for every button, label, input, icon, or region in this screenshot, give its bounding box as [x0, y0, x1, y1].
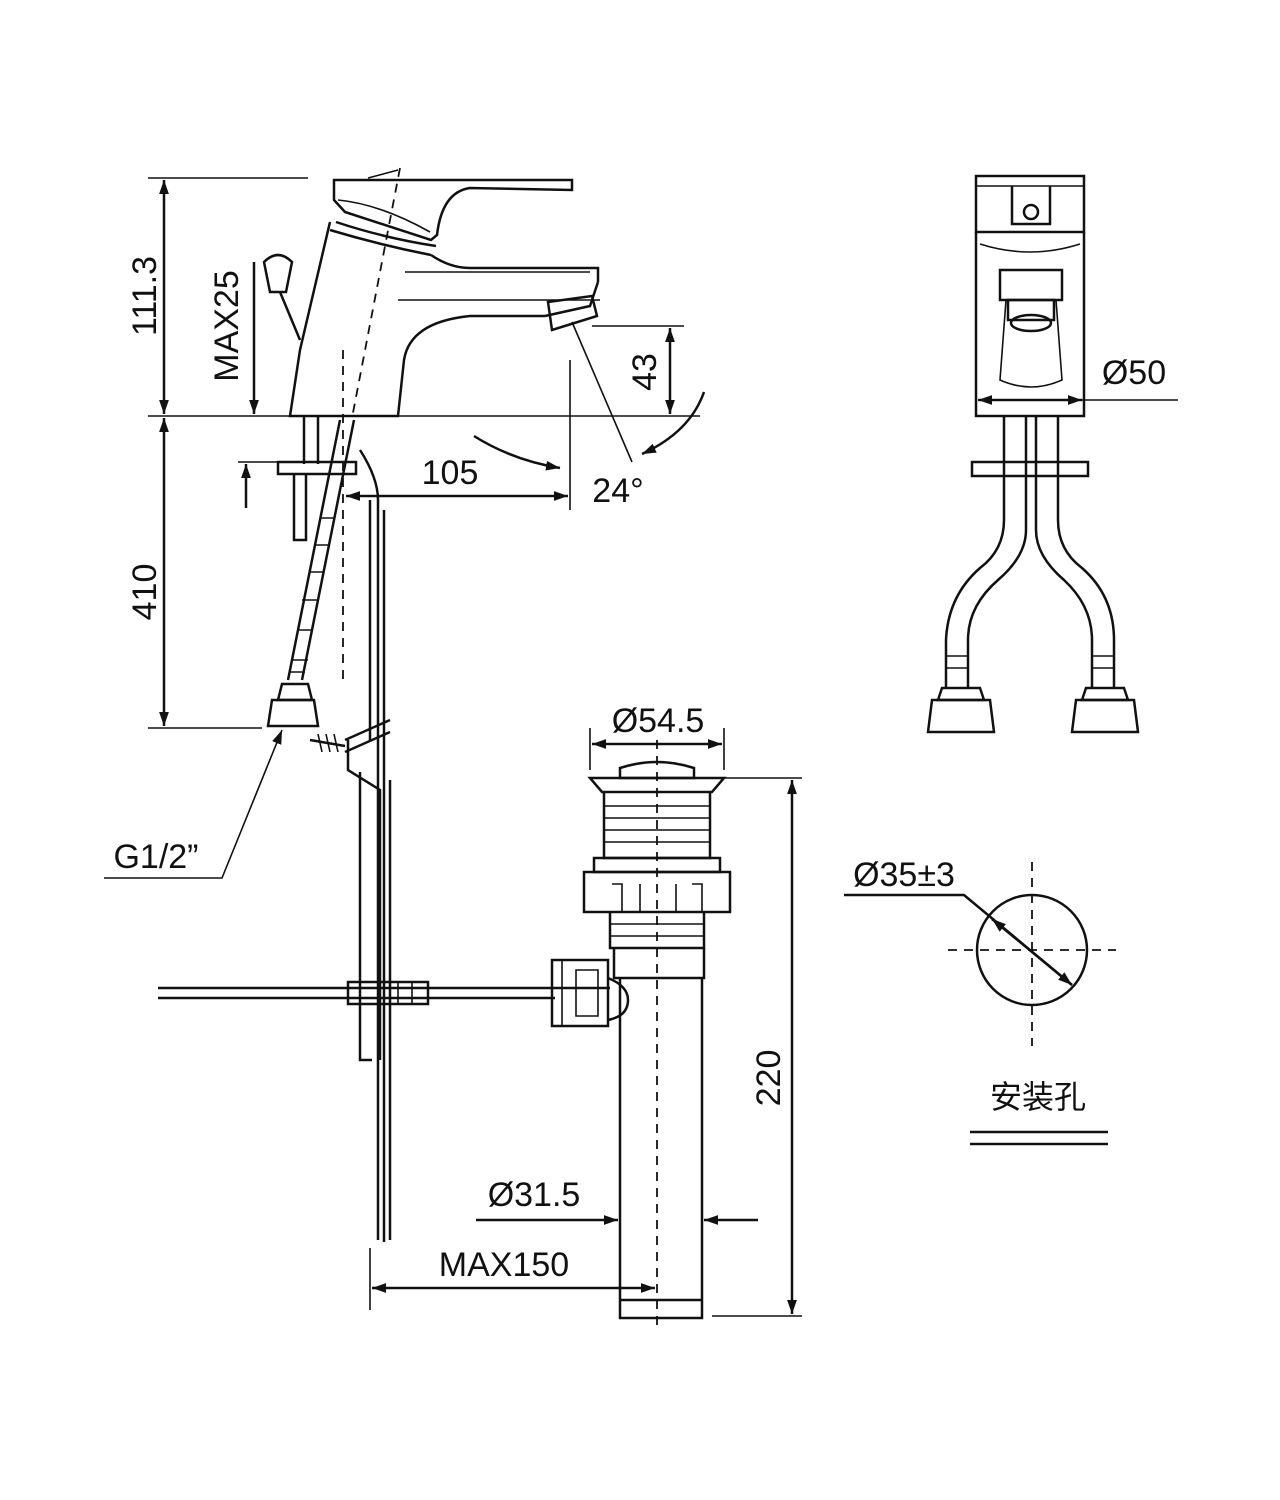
dim-max25: MAX25	[208, 270, 246, 382]
dim-43: 43	[626, 353, 664, 391]
faucet-side-view	[158, 178, 610, 1242]
hole-caption: 安装孔	[990, 1078, 1086, 1116]
dimension-labels: 111.3 MAX25 43 105 24° 410 G1/2” Ø50 Ø54…	[113, 256, 1166, 1284]
dim-24-deg: 24°	[592, 472, 643, 510]
dim-220: 220	[750, 1050, 788, 1107]
dim-g1-2: G1/2”	[113, 838, 198, 876]
mounting-hole	[844, 862, 1116, 1146]
pop-up-waste	[550, 740, 732, 1330]
faucet-front-view	[926, 174, 1140, 734]
dim-d31-5: Ø31.5	[488, 1176, 581, 1214]
dim-d50: Ø50	[1102, 354, 1166, 392]
dimension-lines	[104, 167, 1178, 1317]
dim-max150: MAX150	[439, 1246, 569, 1284]
dim-d35-3: Ø35±3	[853, 856, 955, 894]
dim-105: 105	[422, 454, 479, 492]
dim-410: 410	[126, 564, 164, 621]
dim-d54-5: Ø54.5	[612, 702, 705, 740]
dim-111-3: 111.3	[126, 256, 164, 336]
